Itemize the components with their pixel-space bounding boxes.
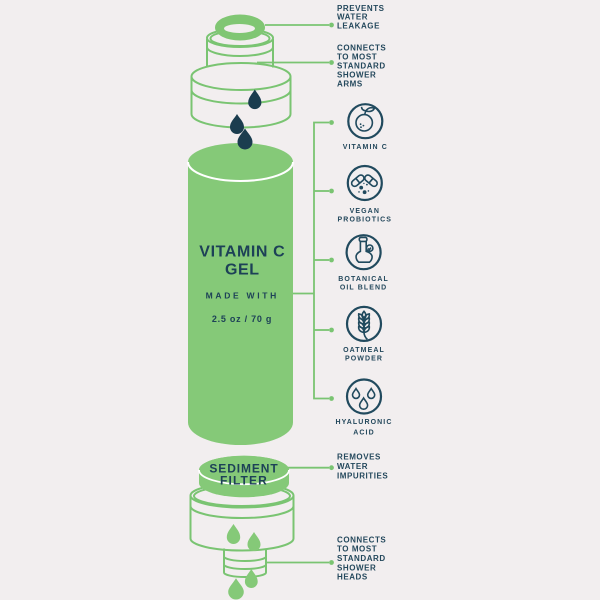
svg-text:CONNECTS: CONNECTS — [337, 535, 386, 544]
svg-text:TO MOST: TO MOST — [337, 545, 377, 554]
svg-text:VEGAN: VEGAN — [350, 208, 380, 215]
svg-text:MADE WITH: MADE WITH — [206, 291, 279, 301]
svg-text:STANDARD: STANDARD — [337, 61, 386, 70]
svg-text:OIL BLEND: OIL BLEND — [340, 284, 388, 291]
svg-text:LEAKAGE: LEAKAGE — [337, 21, 380, 30]
svg-text:WATER: WATER — [337, 13, 368, 22]
svg-text:STANDARD: STANDARD — [337, 554, 386, 563]
svg-text:POWDER: POWDER — [345, 356, 383, 363]
svg-text:SHOWER: SHOWER — [337, 563, 376, 572]
svg-text:OATMEAL: OATMEAL — [343, 347, 385, 354]
svg-text:FILTER: FILTER — [220, 474, 268, 488]
svg-text:TO MOST: TO MOST — [337, 52, 377, 61]
svg-text:BOTANICAL: BOTANICAL — [338, 276, 389, 283]
svg-text:ACID: ACID — [353, 430, 375, 437]
svg-text:2.5 oz / 70 g: 2.5 oz / 70 g — [212, 314, 272, 324]
svg-text:SHOWER: SHOWER — [337, 70, 376, 79]
svg-text:CONNECTS: CONNECTS — [337, 43, 386, 52]
svg-text:WATER: WATER — [337, 462, 368, 471]
svg-text:HEADS: HEADS — [337, 573, 368, 582]
svg-text:VITAMIN C: VITAMIN C — [199, 243, 285, 260]
svg-text:HYALURONIC: HYALURONIC — [335, 419, 392, 426]
svg-text:REMOVES: REMOVES — [337, 453, 381, 462]
svg-text:IMPURITIES: IMPURITIES — [337, 471, 388, 480]
svg-text:VITAMIN C: VITAMIN C — [343, 144, 388, 151]
svg-text:SEDIMENT: SEDIMENT — [209, 462, 278, 476]
svg-text:ARMS: ARMS — [337, 79, 363, 88]
svg-text:PROBIOTICS: PROBIOTICS — [338, 217, 393, 224]
svg-text:PREVENTS: PREVENTS — [337, 4, 385, 13]
svg-text:GEL: GEL — [225, 262, 260, 279]
